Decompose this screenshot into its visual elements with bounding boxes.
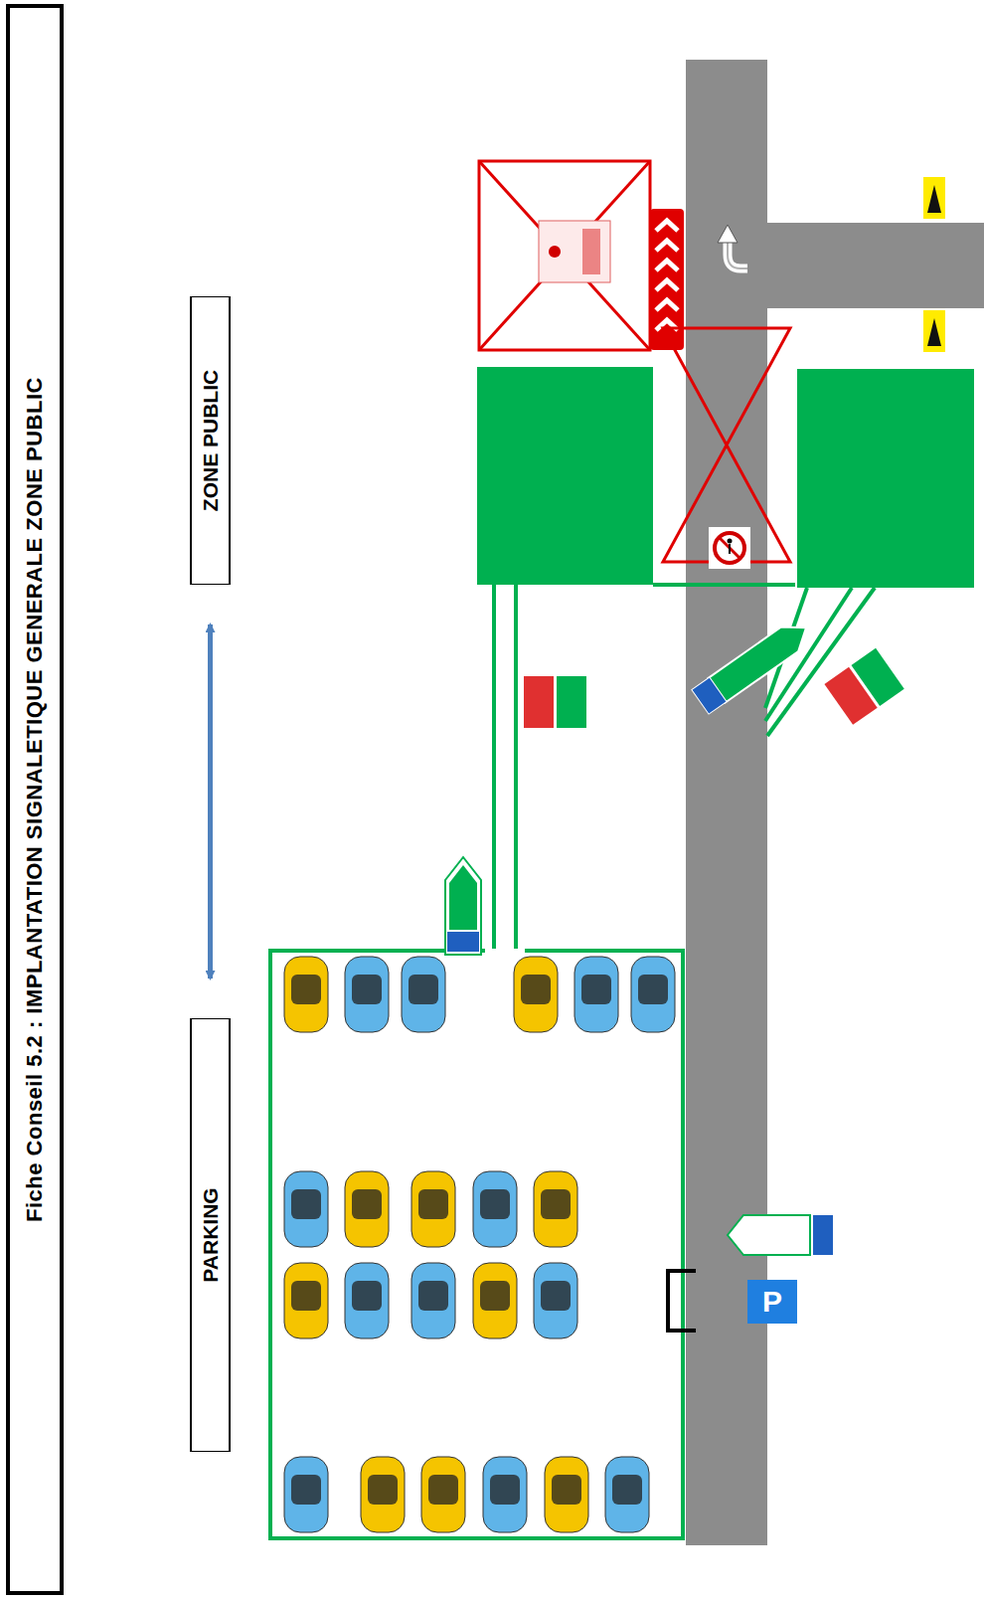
double-arrow: [207, 624, 213, 979]
title-text: Fiche Conseil 5.2 : IMPLANTATION SIGNALE…: [21, 376, 48, 1222]
car: [344, 1170, 389, 1247]
forbidden-zone: [479, 161, 651, 350]
car: [473, 1262, 517, 1338]
car: [411, 1262, 456, 1338]
car: [401, 956, 446, 1032]
car: [421, 1456, 466, 1532]
car: [344, 956, 389, 1032]
car: [284, 1456, 328, 1532]
turn-arrow-head: [717, 224, 738, 243]
car: [411, 1170, 456, 1247]
car: [533, 1262, 578, 1338]
no-pedestrian-sign: [714, 532, 745, 563]
side-road: [767, 222, 984, 309]
green-area: [797, 368, 975, 588]
no-pedestrian-zone: [662, 328, 791, 562]
car: [284, 1262, 328, 1338]
car: [574, 956, 619, 1032]
direction-sign: [691, 615, 816, 714]
car: [344, 1262, 389, 1338]
car: [605, 1456, 650, 1532]
title-frame: [7, 5, 62, 1593]
zone-label-box: PARKING: [189, 1017, 231, 1452]
green-area: [477, 366, 654, 585]
warning-panel: [538, 220, 611, 283]
car: [473, 1170, 517, 1247]
car: [284, 956, 328, 1032]
zone-label-box: ZONE PUBLIC: [189, 296, 231, 585]
car: [631, 956, 675, 1032]
zone-label: PARKING: [198, 1186, 223, 1282]
direction-sign: [727, 1214, 833, 1255]
car: [360, 1456, 405, 1532]
yellow-marker: [923, 310, 946, 352]
car: [533, 1170, 578, 1247]
car: [284, 1170, 328, 1247]
entrance-bracket: [667, 1270, 696, 1330]
direction-sign: [445, 856, 482, 955]
info-panels: [523, 675, 587, 728]
car: [544, 1456, 589, 1532]
zone-label: ZONE PUBLIC: [198, 369, 223, 511]
parking-sign-letter: P: [750, 1281, 795, 1321]
info-panels: [823, 648, 904, 725]
yellow-marker: [923, 176, 946, 219]
title-box: Fiche Conseil 5.2 : IMPLANTATION SIGNALE…: [11, 9, 58, 1589]
car: [513, 956, 558, 1032]
car: [483, 1456, 527, 1532]
parking-sign: [747, 1279, 798, 1323]
